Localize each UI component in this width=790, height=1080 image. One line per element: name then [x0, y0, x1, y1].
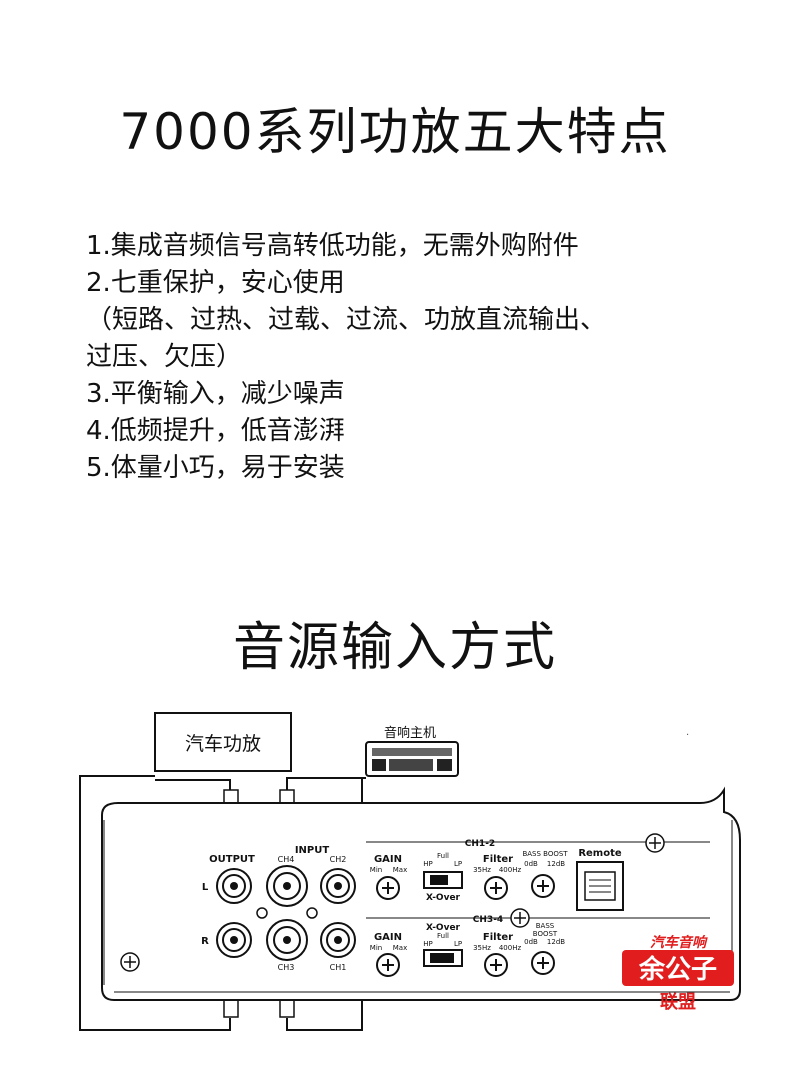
feature-item: 2.七重保护，安心使用 — [86, 268, 345, 298]
bass-label: BASS — [536, 922, 555, 930]
feature-list: 1.集成音频信号高转低功能，无需外购附件 2.七重保护，安心使用 （短路、过热、… — [86, 228, 726, 487]
lp-label: LP — [454, 860, 462, 868]
watermark-bottom: 联盟 — [660, 992, 696, 1013]
lp-label: LP — [454, 940, 462, 948]
feature-item: 过压、欠压） — [86, 342, 243, 372]
feature-item: 4.低频提升，低音澎湃 — [86, 416, 345, 446]
bass-boost-knob-icon — [531, 951, 555, 975]
db12-label: 12dB — [547, 860, 565, 868]
xover-label: X-Over — [426, 923, 461, 933]
db0-label: 0dB — [524, 860, 538, 868]
xover-label: X-Over — [426, 893, 461, 903]
full-label: Full — [437, 852, 449, 860]
remote-port-icon — [576, 861, 624, 911]
ch3-label: CH3 — [278, 963, 295, 972]
car-amp-box — [154, 712, 292, 772]
feature-item: （短路、过热、过载、过流、功放直流输出、 — [86, 305, 607, 335]
remote-label: Remote — [578, 848, 622, 859]
rca-jack-output-l — [216, 868, 252, 904]
car-amp-label: 汽车功放 — [185, 733, 261, 755]
xover-switch-icon — [423, 871, 463, 889]
gain-knob-icon — [376, 876, 400, 900]
feature-item: 1.集成音频信号高转低功能，无需外购附件 — [86, 231, 579, 261]
center-hole — [306, 907, 318, 919]
screw-icon — [510, 908, 530, 928]
center-hole — [256, 907, 268, 919]
watermark-top: 汽车音响 — [650, 934, 708, 951]
min-label: Min — [370, 944, 382, 952]
db12-label: 12dB — [547, 938, 565, 946]
watermark-middle: 余公子 — [638, 954, 717, 985]
filter-label: Filter — [483, 932, 513, 943]
watermark-stamp: 汽车音响 余公子 联盟 — [622, 934, 734, 1013]
gain-label: GAIN — [374, 854, 402, 865]
xover-switch-icon — [423, 949, 463, 967]
filter-knob-icon — [484, 953, 508, 977]
boost-label: BOOST — [533, 930, 558, 938]
dot-mark: · — [686, 730, 689, 741]
hz35-label: 35Hz — [473, 944, 491, 952]
bass-boost-label: BASS BOOST — [522, 850, 568, 858]
gain-knob-icon — [376, 953, 400, 977]
rca-jack-ch3 — [266, 919, 308, 961]
rca-jack-ch4 — [266, 865, 308, 907]
bass-boost-knob-icon — [531, 874, 555, 898]
head-unit-label: 音响主机 — [384, 725, 436, 741]
full-label: Full — [437, 932, 449, 940]
hz400-label: 400Hz — [499, 866, 522, 874]
feature-item: 3.平衡输入，减少噪声 — [86, 379, 345, 409]
max-label: Max — [393, 944, 407, 952]
rca-jack-output-r — [216, 922, 252, 958]
ch34-label: CH3-4 — [473, 915, 503, 925]
ch12-label: CH1-2 — [465, 839, 495, 849]
screw-icon — [645, 833, 665, 853]
ch1-label: CH1 — [330, 963, 347, 972]
rca-jack-ch1 — [320, 922, 356, 958]
screw-icon — [120, 952, 140, 972]
output-label: OUTPUT — [209, 854, 255, 865]
page-title: 7000系列功放五大特点 — [119, 103, 671, 161]
section-title: 音源输入方式 — [232, 618, 557, 678]
rca-jack-ch2 — [320, 868, 356, 904]
filter-label: Filter — [483, 854, 513, 865]
input-label: INPUT — [295, 845, 330, 856]
min-label: Min — [370, 866, 382, 874]
max-label: Max — [393, 866, 407, 874]
gain-label: GAIN — [374, 932, 402, 943]
left-label: L — [202, 882, 209, 893]
hp-label: HP — [423, 860, 433, 868]
hz35-label: 35Hz — [473, 866, 491, 874]
hp-label: HP — [423, 940, 433, 948]
feature-item: 5.体量小巧，易于安装 — [86, 453, 345, 483]
ch4-label: CH4 — [278, 855, 295, 864]
ch2-label: CH2 — [330, 855, 347, 864]
filter-knob-icon — [484, 876, 508, 900]
hz400-label: 400Hz — [499, 944, 522, 952]
db0-label: 0dB — [524, 938, 538, 946]
right-label: R — [201, 936, 209, 947]
head-unit-icon — [365, 741, 459, 777]
